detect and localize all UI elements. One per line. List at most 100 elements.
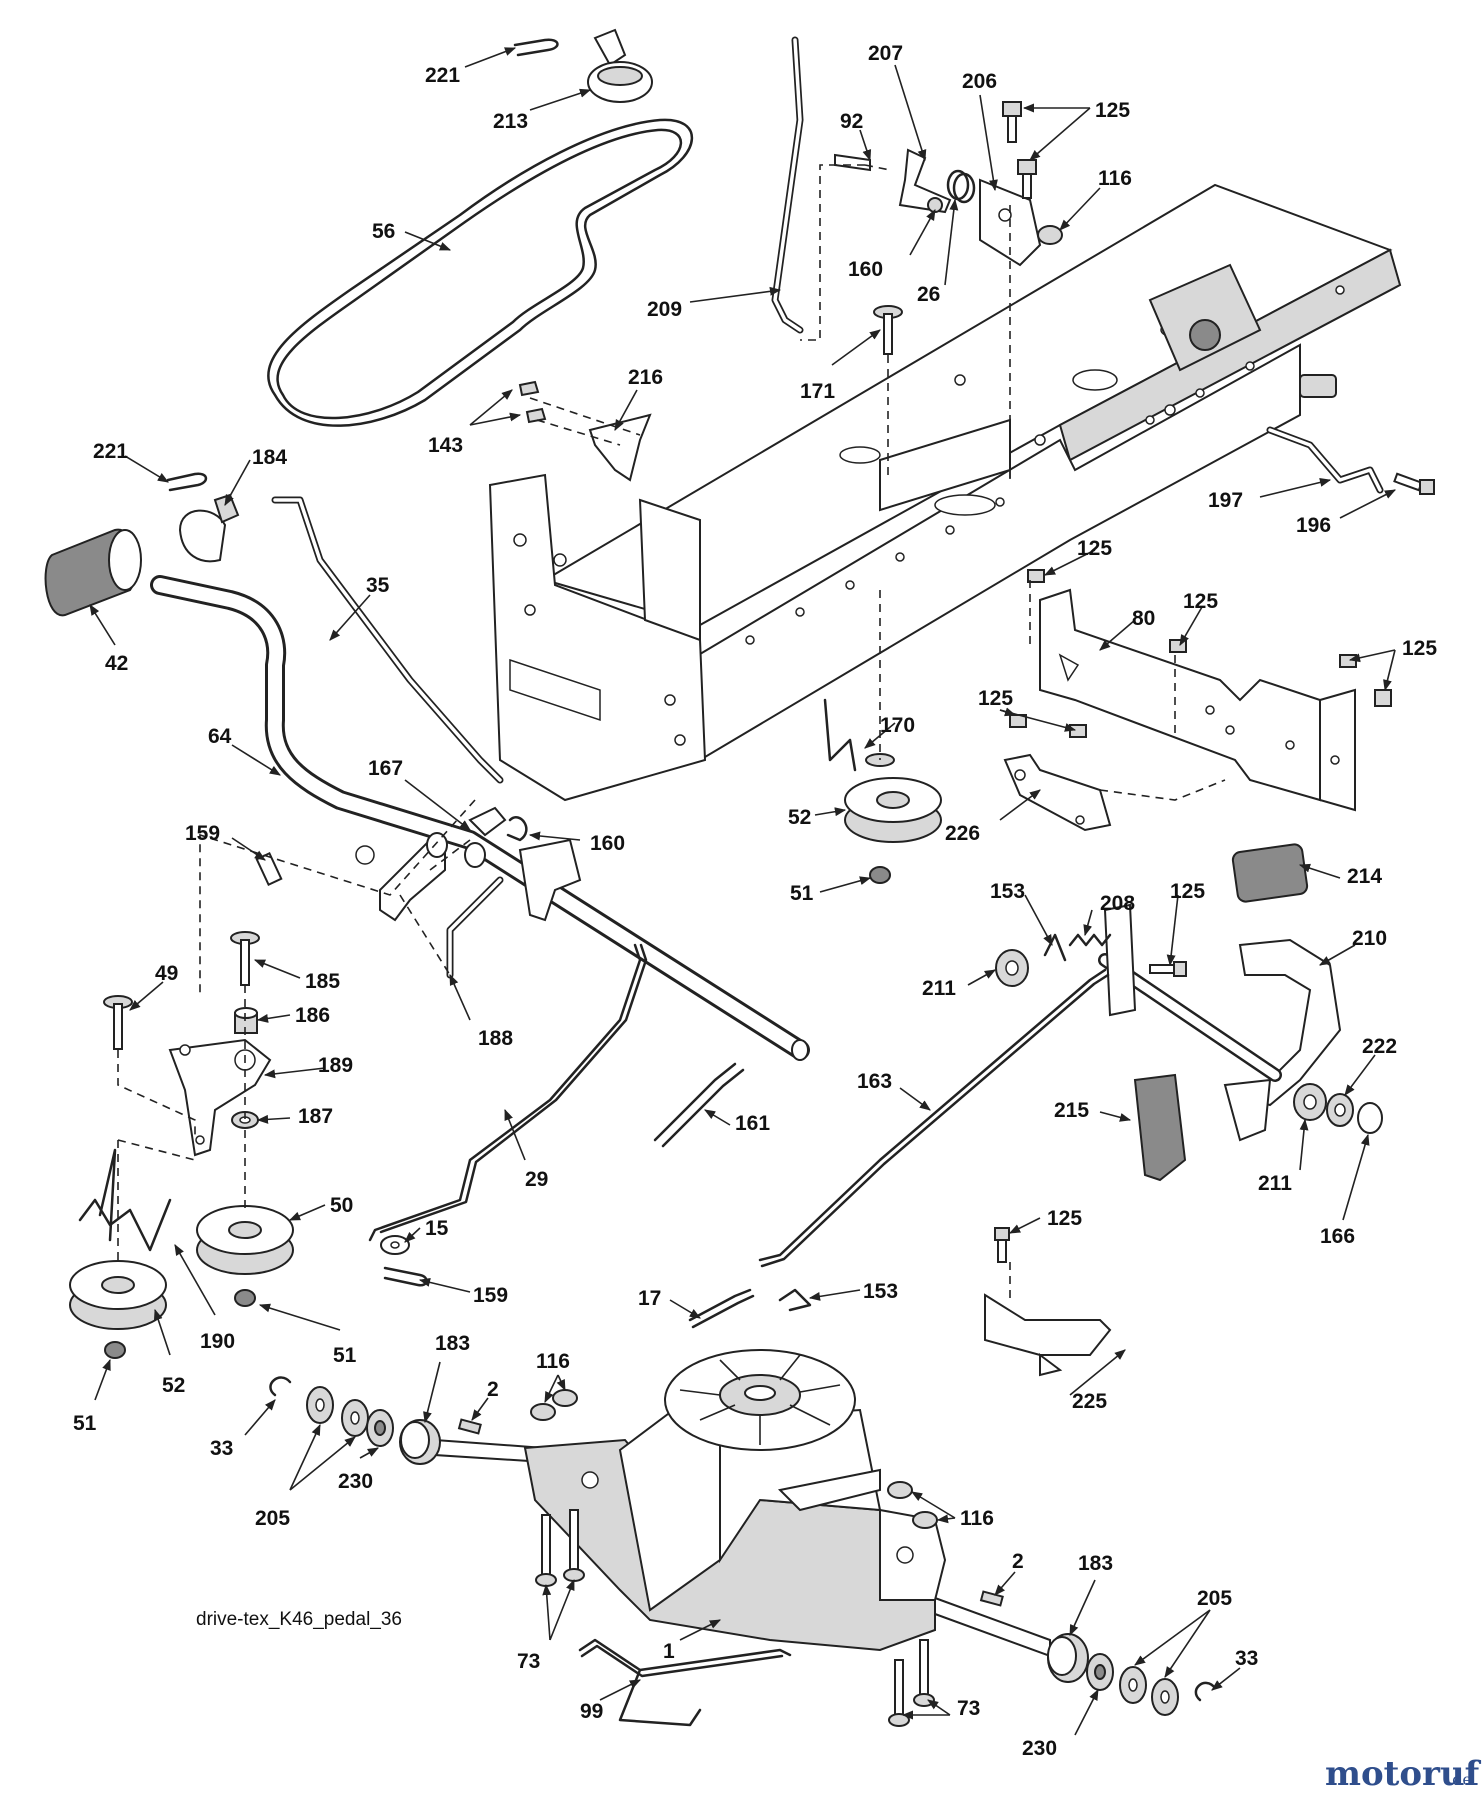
part-lever-207	[834, 148, 952, 214]
callout-187: 187	[298, 1105, 333, 1128]
callout-213: 213	[493, 110, 528, 133]
part-bracket-pedal	[518, 838, 582, 922]
callout-125b: 125	[1077, 537, 1112, 560]
part-spacer-186	[234, 1007, 258, 1034]
callout-205: 205	[255, 1507, 290, 1530]
part-grip-42	[44, 528, 142, 617]
part-bolts-125-mid	[1009, 569, 1392, 738]
callout-17: 17	[638, 1287, 661, 1310]
callout-125d: 125	[1402, 637, 1437, 660]
callout-208: 208	[1100, 892, 1135, 915]
callout-226: 226	[945, 822, 980, 845]
callout-215: 215	[1054, 1099, 1089, 1122]
part-washer-222	[1326, 1093, 1354, 1127]
part-pulley-52-left	[69, 1260, 167, 1359]
callout-188: 188	[478, 1027, 513, 1050]
part-bracket-225	[984, 1293, 1112, 1377]
part-spring-161	[653, 1062, 745, 1148]
callout-33: 33	[210, 1437, 233, 1460]
callout-170: 170	[880, 714, 915, 737]
callout-64: 64	[208, 725, 232, 748]
part-bushing-211-top	[995, 949, 1029, 987]
part-washers-205-right	[1119, 1666, 1179, 1716]
callout-50: 50	[330, 1194, 353, 1217]
part-nuts-116-transaxle	[530, 1389, 938, 1529]
part-pin-221-left	[166, 472, 208, 492]
callout-184: 184	[252, 446, 287, 469]
part-bolt-49	[103, 995, 133, 1050]
part-rod-99	[578, 1638, 792, 1727]
callout-143: 143	[428, 434, 463, 457]
part-transaxle-1	[434, 1349, 1051, 1658]
callout-125g: 125	[1047, 1207, 1082, 1230]
callout-51b: 51	[333, 1344, 357, 1367]
part-bushing-183-left	[399, 1419, 441, 1465]
callout-197: 197	[1208, 489, 1243, 512]
callout-29: 29	[525, 1168, 548, 1191]
diagram-caption: drive-tex_K46_pedal_36	[196, 1609, 402, 1630]
callout-222: 222	[1362, 1035, 1397, 1058]
callout-159: 159	[185, 822, 220, 845]
part-washers-205-left	[306, 1386, 369, 1437]
callout-116b: 116	[536, 1350, 570, 1373]
part-plate-226	[1003, 753, 1112, 832]
watermark-suffix: .de	[1447, 1770, 1472, 1789]
part-key-2-left	[457, 1418, 482, 1435]
part-pulley-50	[196, 1205, 294, 1307]
part-rod-163	[758, 968, 1110, 1268]
callout-73b: 73	[957, 1697, 980, 1720]
part-cap-184	[178, 493, 240, 563]
part-cover-215	[1133, 1073, 1187, 1182]
callout-159b: 159	[473, 1284, 508, 1307]
callout-166: 166	[1320, 1225, 1355, 1248]
callout-163: 163	[857, 1070, 892, 1093]
callout-125f: 125	[1170, 880, 1205, 903]
callout-51: 51	[790, 882, 814, 905]
callout-52b: 52	[162, 1374, 185, 1397]
callout-189: 189	[318, 1054, 353, 1077]
callout-1: 1	[663, 1640, 675, 1663]
callout-196: 196	[1296, 514, 1331, 537]
part-bushing-183-right	[1047, 1633, 1089, 1683]
callout-153: 153	[990, 880, 1025, 903]
part-bushing-211-right	[1293, 1083, 1327, 1121]
part-washer-230-left	[366, 1409, 394, 1447]
part-bolt-125-low	[994, 1227, 1010, 1263]
part-rod-35	[271, 496, 504, 784]
part-shaft-pedal	[1098, 903, 1282, 1082]
callout-52: 52	[788, 806, 811, 829]
callout-186: 186	[295, 1004, 330, 1027]
watermark-brand: motoruf	[1325, 1754, 1482, 1794]
callout-206: 206	[962, 70, 997, 93]
part-bracket-197	[1266, 374, 1384, 494]
part-bolt-185	[230, 931, 260, 986]
part-rod-209	[771, 36, 804, 334]
part-spring-17	[688, 1288, 755, 1329]
callout-210: 210	[1352, 927, 1387, 950]
callout-211b: 211	[1258, 1172, 1292, 1195]
part-spring-26	[946, 169, 976, 204]
callout-207: 207	[868, 42, 903, 65]
part-nut-116-top	[1037, 225, 1063, 245]
callout-183: 183	[435, 1332, 470, 1355]
part-clip-153-top	[1043, 933, 1067, 962]
callout-35: 35	[366, 574, 390, 597]
part-shaft-64	[150, 575, 810, 1061]
part-washer-230-right	[1086, 1653, 1114, 1691]
watermark-logo: motoruf .de	[1325, 1754, 1482, 1794]
part-bolts-73-right	[888, 1639, 935, 1727]
part-bolt-171	[873, 305, 903, 355]
callout-33b: 33	[1235, 1647, 1258, 1670]
part-bolt-125-pedal	[1149, 961, 1187, 977]
callout-209: 209	[647, 298, 682, 321]
callout-216: 216	[628, 366, 663, 389]
callout-116: 116	[1098, 167, 1132, 190]
part-spring-190	[78, 1148, 172, 1252]
callout-221b: 221	[93, 440, 128, 463]
callout-183b: 183	[1078, 1552, 1113, 1575]
callout-171: 171	[800, 380, 835, 403]
callout-211: 211	[922, 977, 956, 1000]
part-spring-208	[1068, 933, 1112, 947]
callout-160b: 160	[590, 832, 625, 855]
